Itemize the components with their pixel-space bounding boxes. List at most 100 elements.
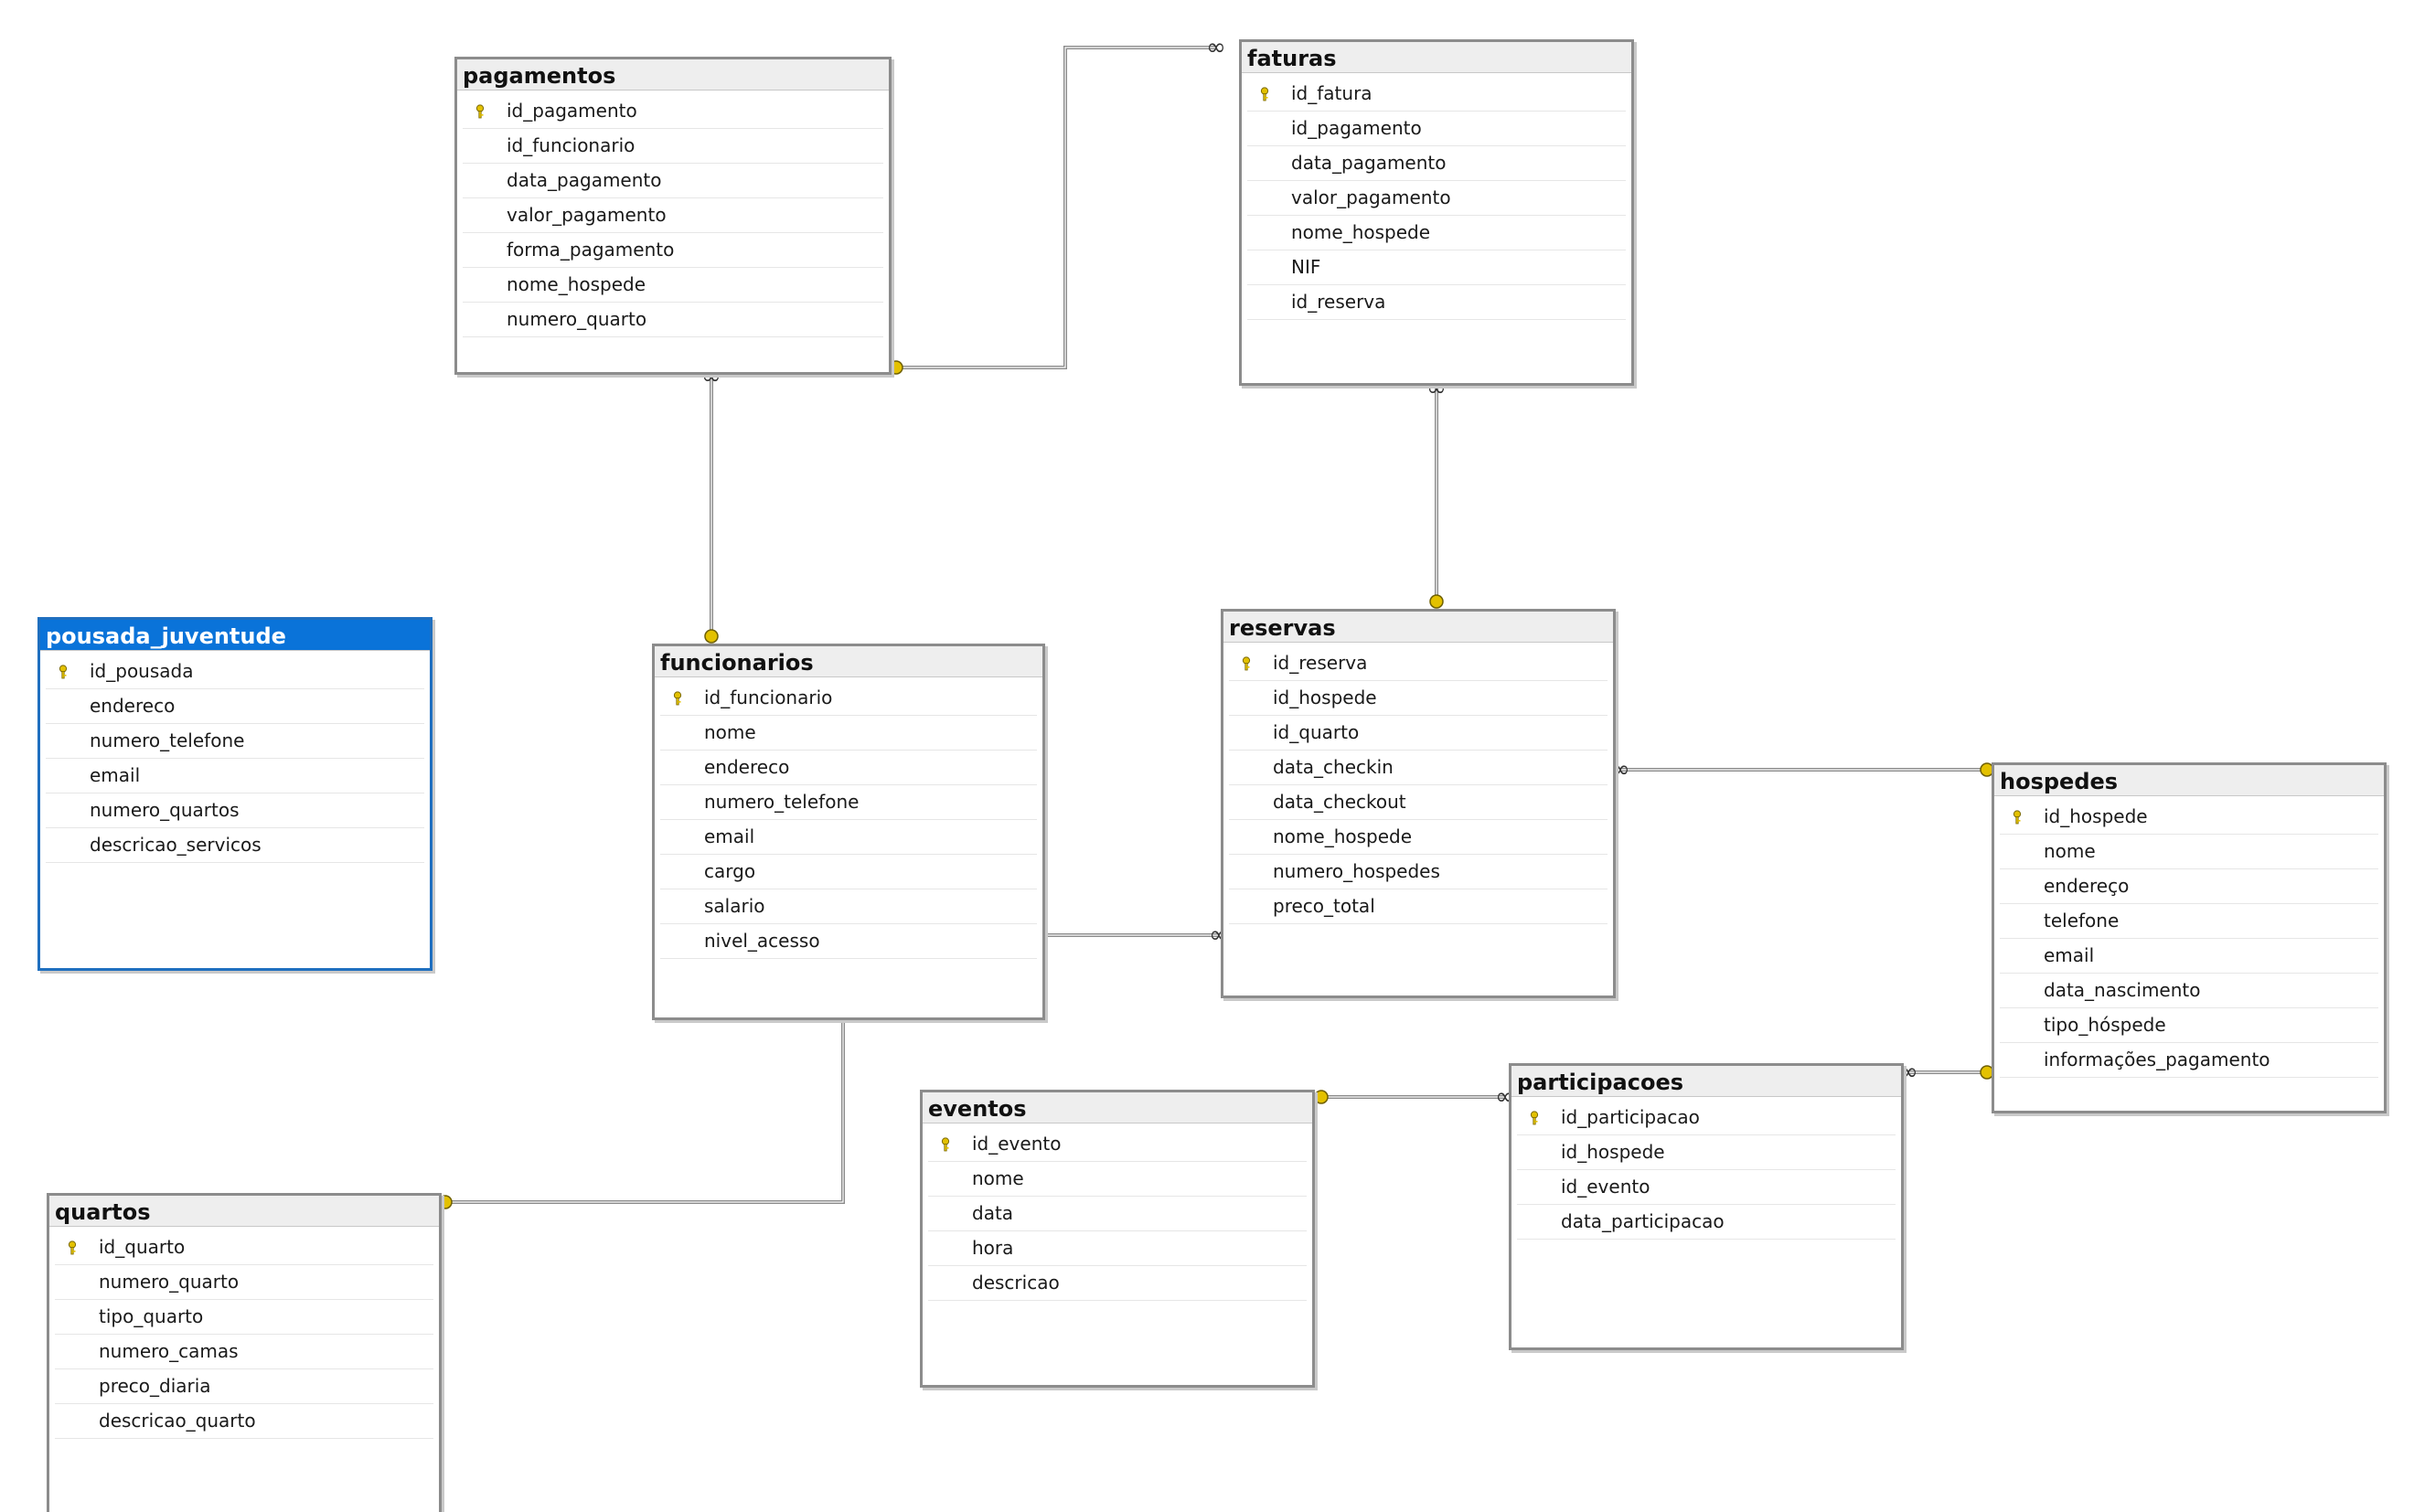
column-row[interactable]: descricao_quarto	[55, 1404, 433, 1439]
relationship-faturas-pagamentos[interactable]: ∞	[889, 34, 1226, 375]
column-name: data_participacao	[1561, 1210, 1725, 1232]
column-row[interactable]: id_reserva	[1247, 285, 1626, 320]
column-row[interactable]: id_pagamento	[1247, 112, 1626, 146]
relationship-faturas-reservas[interactable]: ∞	[1426, 375, 1447, 609]
column-row[interactable]: descricao_servicos	[46, 828, 424, 863]
column-row[interactable]: nome_hospede	[1229, 820, 1608, 855]
column-row[interactable]: id_hospede	[1517, 1135, 1896, 1170]
column-row[interactable]: forma_pagamento	[463, 233, 883, 268]
column-row[interactable]: data_checkout	[1229, 785, 1608, 820]
relationship-participacoes-hospedes[interactable]: ∞	[1898, 1059, 1994, 1086]
column-row[interactable]: data_nascimento	[2000, 974, 2378, 1008]
column-row[interactable]: preco_total	[1229, 889, 1608, 924]
column-row[interactable]: nome_hospede	[1247, 216, 1626, 250]
column-row[interactable]: hora	[928, 1231, 1307, 1266]
column-row[interactable]: id_fatura	[1247, 77, 1626, 112]
column-row[interactable]: informações_pagamento	[2000, 1043, 2378, 1078]
column-name: valor_pagamento	[1291, 186, 1451, 208]
relationship-participacoes-eventos[interactable]: ∞	[1314, 1083, 1515, 1111]
column-row[interactable]: nome	[928, 1162, 1307, 1197]
relationship-reservas-hospedes[interactable]: ∞	[1610, 756, 1994, 783]
column-row[interactable]: id_funcionario	[463, 129, 883, 164]
column-row[interactable]: id_pagamento	[463, 94, 883, 129]
column-name: id_quarto	[1273, 721, 1360, 743]
column-row[interactable]: data_pagamento	[1247, 146, 1626, 181]
table-title[interactable]: reservas	[1223, 612, 1613, 643]
column-row[interactable]: email	[46, 759, 424, 793]
table-title[interactable]: pagamentos	[457, 59, 889, 91]
column-row[interactable]: telefone	[2000, 904, 2378, 939]
key-icon	[673, 691, 682, 706]
column-row[interactable]: tipo_hóspede	[2000, 1008, 2378, 1043]
column-row[interactable]: nome	[2000, 835, 2378, 869]
relationship-reservas-funcionarios[interactable]: ∞	[1047, 921, 1229, 949]
column-row[interactable]: cargo	[660, 855, 1037, 889]
column-row[interactable]: numero_quarto	[463, 303, 883, 337]
column-row[interactable]: endereco	[660, 751, 1037, 785]
column-row[interactable]: salario	[660, 889, 1037, 924]
column-row[interactable]: id_pousada	[46, 655, 424, 689]
connector-line[interactable]	[896, 46, 1216, 369]
column-row[interactable]: id_hospede	[1229, 681, 1608, 716]
table-title[interactable]: funcionarios	[655, 646, 1042, 677]
column-row[interactable]: id_reserva	[1229, 646, 1608, 681]
column-row[interactable]: data_checkin	[1229, 751, 1608, 785]
column-row[interactable]: numero_telefone	[660, 785, 1037, 820]
column-row[interactable]: id_participacao	[1517, 1101, 1896, 1135]
table-title[interactable]: participacoes	[1511, 1066, 1901, 1097]
column-row[interactable]: valor_pagamento	[1247, 181, 1626, 216]
column-row[interactable]: data	[928, 1197, 1307, 1231]
table-title[interactable]: faturas	[1242, 42, 1631, 73]
column-row[interactable]: endereço	[2000, 869, 2378, 904]
key-icon	[1260, 87, 1269, 101]
column-row[interactable]: endereco	[46, 689, 424, 724]
table-title[interactable]: pousada_juventude	[40, 620, 430, 651]
column-row[interactable]: id_quarto	[55, 1230, 433, 1265]
column-row[interactable]: id_quarto	[1229, 716, 1608, 751]
column-row[interactable]: id_evento	[928, 1127, 1307, 1162]
column-row[interactable]: tipo_quarto	[55, 1300, 433, 1335]
column-row[interactable]: nome	[660, 716, 1037, 751]
key-icon	[941, 1137, 950, 1152]
table-title[interactable]: hospedes	[1994, 765, 2384, 796]
column-row[interactable]: descricao	[928, 1266, 1307, 1301]
column-row[interactable]: numero_camas	[55, 1335, 433, 1369]
relationship-funcionarios-quartos[interactable]	[438, 1021, 845, 1209]
column-row[interactable]: data_pagamento	[463, 164, 883, 198]
column-name: id_quarto	[99, 1236, 186, 1258]
column-row[interactable]: id_funcionario	[660, 681, 1037, 716]
column-row[interactable]: nome_hospede	[463, 268, 883, 303]
column-row[interactable]: numero_quartos	[46, 793, 424, 828]
column-name: id_hospede	[1561, 1141, 1665, 1163]
relationship-pagamentos-funcionarios[interactable]: ∞	[701, 363, 721, 644]
column-row[interactable]: NIF	[1247, 250, 1626, 285]
connector-line[interactable]	[445, 1021, 845, 1204]
column-row[interactable]: email	[660, 820, 1037, 855]
column-row[interactable]: id_evento	[1517, 1170, 1896, 1205]
column-row[interactable]: nivel_acesso	[660, 924, 1037, 959]
table-title[interactable]: quartos	[49, 1196, 439, 1227]
table-title[interactable]: eventos	[923, 1092, 1312, 1123]
column-name: numero_quarto	[507, 308, 647, 330]
column-row[interactable]: id_hospede	[2000, 800, 2378, 835]
column-row[interactable]: numero_telefone	[46, 724, 424, 759]
column-row[interactable]: numero_hospedes	[1229, 855, 1608, 889]
column-name: nome_hospede	[507, 273, 646, 295]
column-row[interactable]: email	[2000, 939, 2378, 974]
column-row[interactable]: data_participacao	[1517, 1205, 1896, 1240]
column-row[interactable]: preco_diaria	[55, 1369, 433, 1404]
column-row[interactable]: numero_quarto	[55, 1265, 433, 1300]
column-row[interactable]: valor_pagamento	[463, 198, 883, 233]
